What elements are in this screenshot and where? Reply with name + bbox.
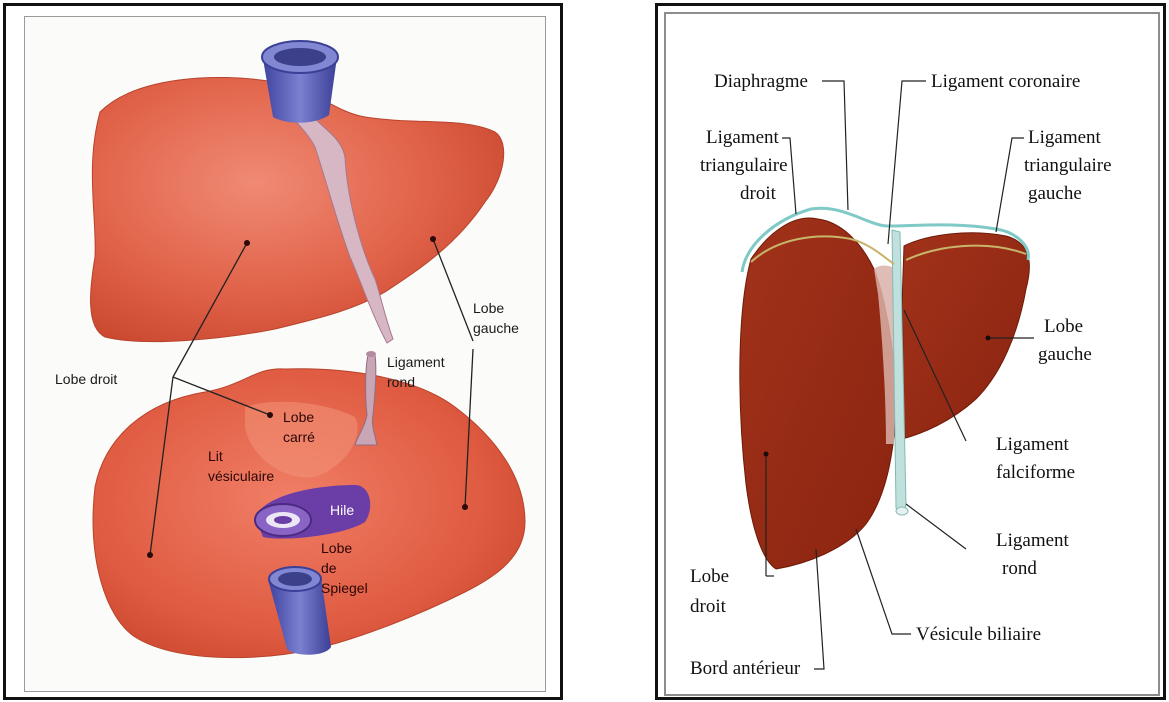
label-ligament-rond-line1: Ligament: [387, 354, 445, 370]
liver-illustration-right: Diaphragme Ligament coronaire Ligament t…: [666, 14, 1158, 694]
label-diaphragme: Diaphragme: [714, 71, 808, 92]
left-lobe-shape: [902, 233, 1029, 439]
label-lit-vesiculaire-line1: Lit: [208, 448, 223, 464]
vena-cava-top: [262, 41, 338, 123]
label-lobe-gauche-line2: gauche: [1038, 344, 1092, 365]
label-lobe-gauche-line2: gauche: [473, 320, 519, 336]
label-ligament-rond-line2: rond: [387, 374, 415, 390]
label-lobe-spiegel-line2: de: [321, 560, 337, 576]
label-lobe-droit-line1: Lobe: [690, 566, 729, 587]
right-figure-panel: Diaphragme Ligament coronaire Ligament t…: [664, 12, 1160, 696]
label-ligament-triangulaire-droit-line1: Ligament: [706, 127, 780, 148]
label-lobe-droit: Lobe droit: [55, 371, 117, 387]
label-lobe-carre-line1: Lobe: [283, 409, 314, 425]
label-ligament-triangulaire-droit-line3: droit: [740, 183, 777, 204]
label-lobe-gauche-line1: Lobe: [1044, 316, 1083, 337]
left-figure-frame: Lobe droit Lobe gauche Ligament rond Lob…: [3, 3, 563, 700]
label-lobe-spiegel-line3: Spiegel: [321, 580, 368, 596]
right-lobe-shape: [740, 218, 896, 569]
left-figure-panel: Lobe droit Lobe gauche Ligament rond Lob…: [24, 16, 546, 692]
label-lobe-droit-line2: droit: [690, 596, 727, 617]
label-lobe-spiegel-line1: Lobe: [321, 540, 352, 556]
label-ligament-falciforme-line1: Ligament: [996, 434, 1070, 455]
label-ligament-triangulaire-droit-line2: triangulaire: [700, 155, 788, 176]
label-hile: Hile: [330, 502, 354, 518]
label-lobe-gauche-line1: Lobe: [473, 300, 504, 316]
liver-illustration-left: Lobe droit Lobe gauche Ligament rond Lob…: [25, 17, 545, 691]
label-lit-vesiculaire-line2: vésiculaire: [208, 468, 274, 484]
label-ligament-rond-line2: rond: [1002, 558, 1037, 579]
label-ligament-coronaire: Ligament coronaire: [931, 71, 1080, 92]
label-ligament-triangulaire-gauche-line2: triangulaire: [1024, 155, 1112, 176]
label-vesicule-biliaire: Vésicule biliaire: [916, 624, 1041, 645]
right-figure-frame: Diaphragme Ligament coronaire Ligament t…: [655, 3, 1166, 700]
label-lobe-carre-line2: carré: [283, 429, 315, 445]
label-ligament-triangulaire-gauche-line1: Ligament: [1028, 127, 1102, 148]
label-ligament-rond-line1: Ligament: [996, 530, 1070, 551]
label-bord-anterieur: Bord antérieur: [690, 658, 801, 679]
label-ligament-triangulaire-gauche-line3: gauche: [1028, 183, 1082, 204]
label-ligament-falciforme-line2: falciforme: [996, 462, 1075, 483]
